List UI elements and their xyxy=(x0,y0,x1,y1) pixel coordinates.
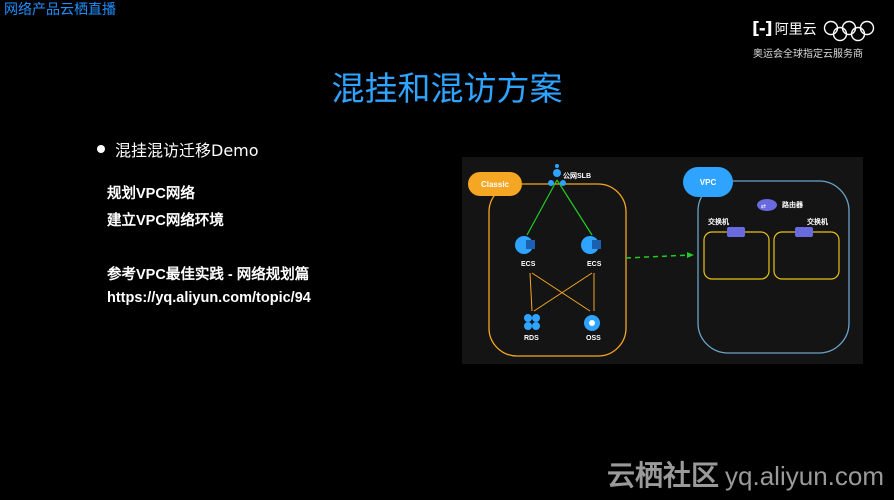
oss-icon xyxy=(584,315,600,331)
switch-label-1: 交换机 xyxy=(708,219,729,226)
link-slb-ecs2 xyxy=(556,179,593,236)
page-title: 混挂和混访方案 xyxy=(331,69,563,108)
bullet-dot-icon xyxy=(97,145,105,153)
ecs-icon-2 xyxy=(581,236,601,254)
slb-icon xyxy=(548,164,566,186)
vpc-tag: VPC xyxy=(683,167,733,197)
network-diagram: ⇄ Classic VPC 公网SLB ECS ECS RDS OSS 路由器 … xyxy=(462,157,863,364)
router-label: 路由器 xyxy=(782,202,803,209)
watermark: 云栖社区 yq.aliyun.com xyxy=(607,454,884,494)
line-plan-vpc: 规划VPC网络 xyxy=(107,186,195,202)
aliyun-logo-icon: [-] xyxy=(752,19,773,39)
ecs-icon-1 xyxy=(515,236,535,254)
switch-icon-2 xyxy=(795,227,813,237)
brand-logo-block: [-] 阿里云 奥运会全球指定云服务商 xyxy=(752,19,882,63)
watermark-url: yq.aliyun.com xyxy=(725,461,884,491)
router-icon: ⇄ xyxy=(757,199,777,211)
top-label: 网络产品云栖直播 xyxy=(4,2,116,18)
subnet-right xyxy=(773,231,840,280)
olympic-rings-icon xyxy=(823,20,875,42)
brand-tagline: 奥运会全球指定云服务商 xyxy=(753,49,863,60)
svg-text:⇄: ⇄ xyxy=(761,203,766,210)
classic-tag: Classic xyxy=(468,172,522,196)
slb-label: 公网SLB xyxy=(563,173,591,180)
line-best-practice: 参考VPC最佳实践 - 网络规划篇 xyxy=(107,267,310,283)
diagram-shapes: ⇄ xyxy=(488,164,850,357)
bullet-text: 混挂混访迁移Demo xyxy=(115,141,259,160)
oss-label: OSS xyxy=(586,335,601,342)
switch-label-2: 交换机 xyxy=(807,219,828,226)
classic-zone xyxy=(488,183,627,357)
subnet-left xyxy=(703,231,770,280)
ecs-label-2: ECS xyxy=(587,261,602,268)
brand-name: 阿里云 xyxy=(774,22,817,38)
rds-label: RDS xyxy=(524,335,539,342)
ecs-label-1: ECS xyxy=(521,261,536,268)
bullet-item: 混挂混访迁移Demo xyxy=(97,137,259,161)
migration-arrow xyxy=(625,254,691,259)
line-url: https://yq.aliyun.com/topic/94 xyxy=(107,290,311,306)
watermark-cn: 云栖社区 xyxy=(607,459,720,492)
rds-icon xyxy=(524,314,540,330)
line-build-vpc: 建立VPC网络环境 xyxy=(107,213,224,229)
switch-icon-1 xyxy=(727,227,745,237)
link-slb-ecs1 xyxy=(526,179,558,236)
vpc-zone xyxy=(697,180,850,354)
